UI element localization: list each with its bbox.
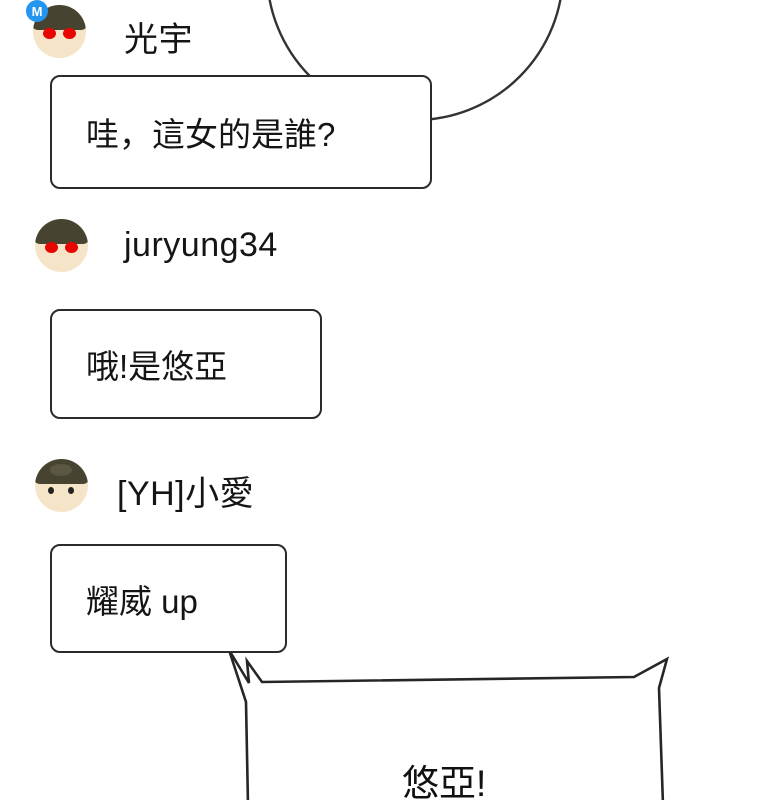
bubble-text: 耀威 up <box>86 582 198 620</box>
avatar-eye <box>45 242 58 253</box>
bubble-text: 哇，這女的是誰? <box>86 116 336 153</box>
avatar-eye <box>65 242 78 253</box>
moderator-badge: M <box>26 0 48 22</box>
bubble-text: 哦!是悠亞 <box>86 348 228 385</box>
speech-bubble: 耀威 up <box>50 544 287 653</box>
avatar-hair <box>35 219 88 244</box>
username-label: 光宇 <box>124 21 193 59</box>
avatar-eye <box>68 487 74 494</box>
avatar-eye <box>43 28 56 39</box>
username-label: juryung34 <box>124 226 278 264</box>
shout-text: 悠亞! <box>402 763 487 804</box>
avatar-yh-xiaoai <box>35 459 88 512</box>
avatar-eye <box>48 487 54 494</box>
speech-bubble: 哦!是悠亞 <box>50 309 322 419</box>
speech-bubble: 哇，這女的是誰? <box>50 75 432 189</box>
avatar-eye <box>63 28 76 39</box>
avatar-hair <box>35 459 88 484</box>
avatar-juryung34 <box>35 219 88 272</box>
username-label: [YH]小愛 <box>117 475 255 513</box>
